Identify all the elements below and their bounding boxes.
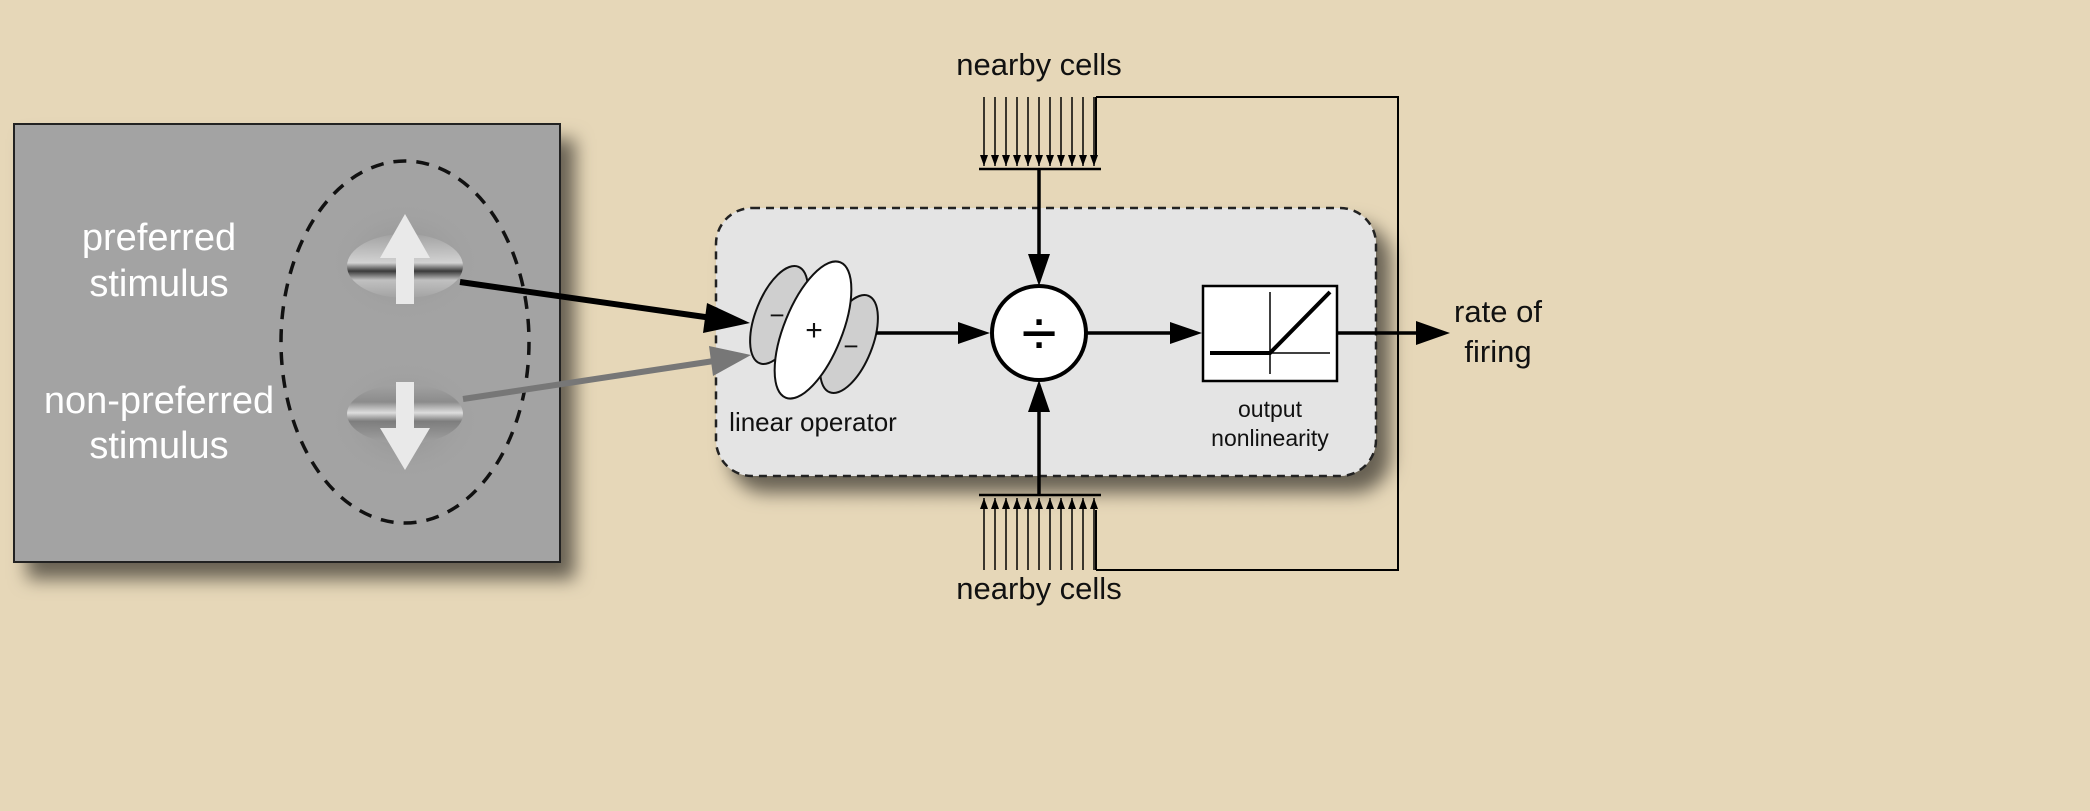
top-input-arrowhead [1002, 155, 1010, 166]
preferred-input-arrow [459, 279, 750, 333]
nonlinearity-label-line2: nonlinearity [1211, 425, 1329, 451]
down-arrow-icon [380, 382, 430, 470]
top-input-arrowhead [991, 155, 999, 166]
divisive-normalization-node: ÷ [990, 284, 1088, 382]
linear-operator-label: linear operator [729, 407, 897, 437]
top-input-arrowhead [1046, 155, 1054, 166]
bottom-input-arrowhead [1090, 498, 1098, 509]
output-arrow [1337, 321, 1450, 345]
nonpreferred-label-line2: stimulus [89, 425, 228, 467]
linear-to-divide-arrow [876, 322, 990, 344]
preferred-label-line2: stimulus [89, 263, 228, 305]
divide-symbol: ÷ [1021, 297, 1056, 369]
output-label-line2: firing [1464, 334, 1531, 369]
bottom-input-arrowhead [1035, 498, 1043, 509]
feedback-loop-line [1096, 96, 1399, 571]
minus-sign-right: − [843, 331, 858, 361]
bottom-input-arrowhead [1079, 498, 1087, 509]
nonpreferred-label-line1: non-preferred [44, 380, 274, 422]
nonpreferred-input-arrow [462, 346, 751, 402]
top-input-arrowhead [1024, 155, 1032, 166]
bottom-input-arrowhead [1002, 498, 1010, 509]
receptive-field-outline [279, 159, 531, 525]
nonlinearity-label-line1: output [1238, 396, 1303, 422]
bottom-input-arrowhead [991, 498, 999, 509]
top-input-arrowhead [1079, 155, 1087, 166]
bottom-to-divide-arrow [1028, 380, 1050, 495]
plus-sign: + [805, 314, 823, 347]
bottom-nearby-cells-inputs [980, 498, 1098, 570]
top-input-arrowhead [1057, 155, 1065, 166]
top-input-arrowhead [1090, 155, 1098, 166]
bottom-input-arrowhead [1046, 498, 1054, 509]
linear-operator: − + − [749, 260, 879, 400]
bottom-input-arrowhead [1057, 498, 1065, 509]
stimulus-panel: preferred stimulus non-preferred stimulu… [13, 123, 561, 563]
divide-to-nonlinearity-arrow [1086, 322, 1202, 344]
output-label-line1: rate of [1454, 294, 1542, 329]
top-input-arrowhead [1035, 155, 1043, 166]
top-input-label: nearby cells [956, 47, 1121, 82]
top-input-arrowhead [1068, 155, 1076, 166]
bottom-input-label: nearby cells [956, 571, 1121, 606]
top-input-arrowhead [980, 155, 988, 166]
bottom-input-arrowhead [1068, 498, 1076, 509]
bottom-input-arrowhead [1013, 498, 1021, 509]
bottom-input-arrowhead [980, 498, 988, 509]
top-nearby-cells-inputs [980, 97, 1098, 166]
minus-sign-left: − [769, 300, 784, 330]
output-nonlinearity-box [1201, 284, 1339, 383]
top-to-divide-arrow [1028, 169, 1050, 286]
top-input-arrowhead [1013, 155, 1021, 166]
bottom-input-arrowhead [1024, 498, 1032, 509]
up-arrow-icon [380, 214, 430, 304]
preferred-label-line1: preferred [82, 217, 236, 259]
